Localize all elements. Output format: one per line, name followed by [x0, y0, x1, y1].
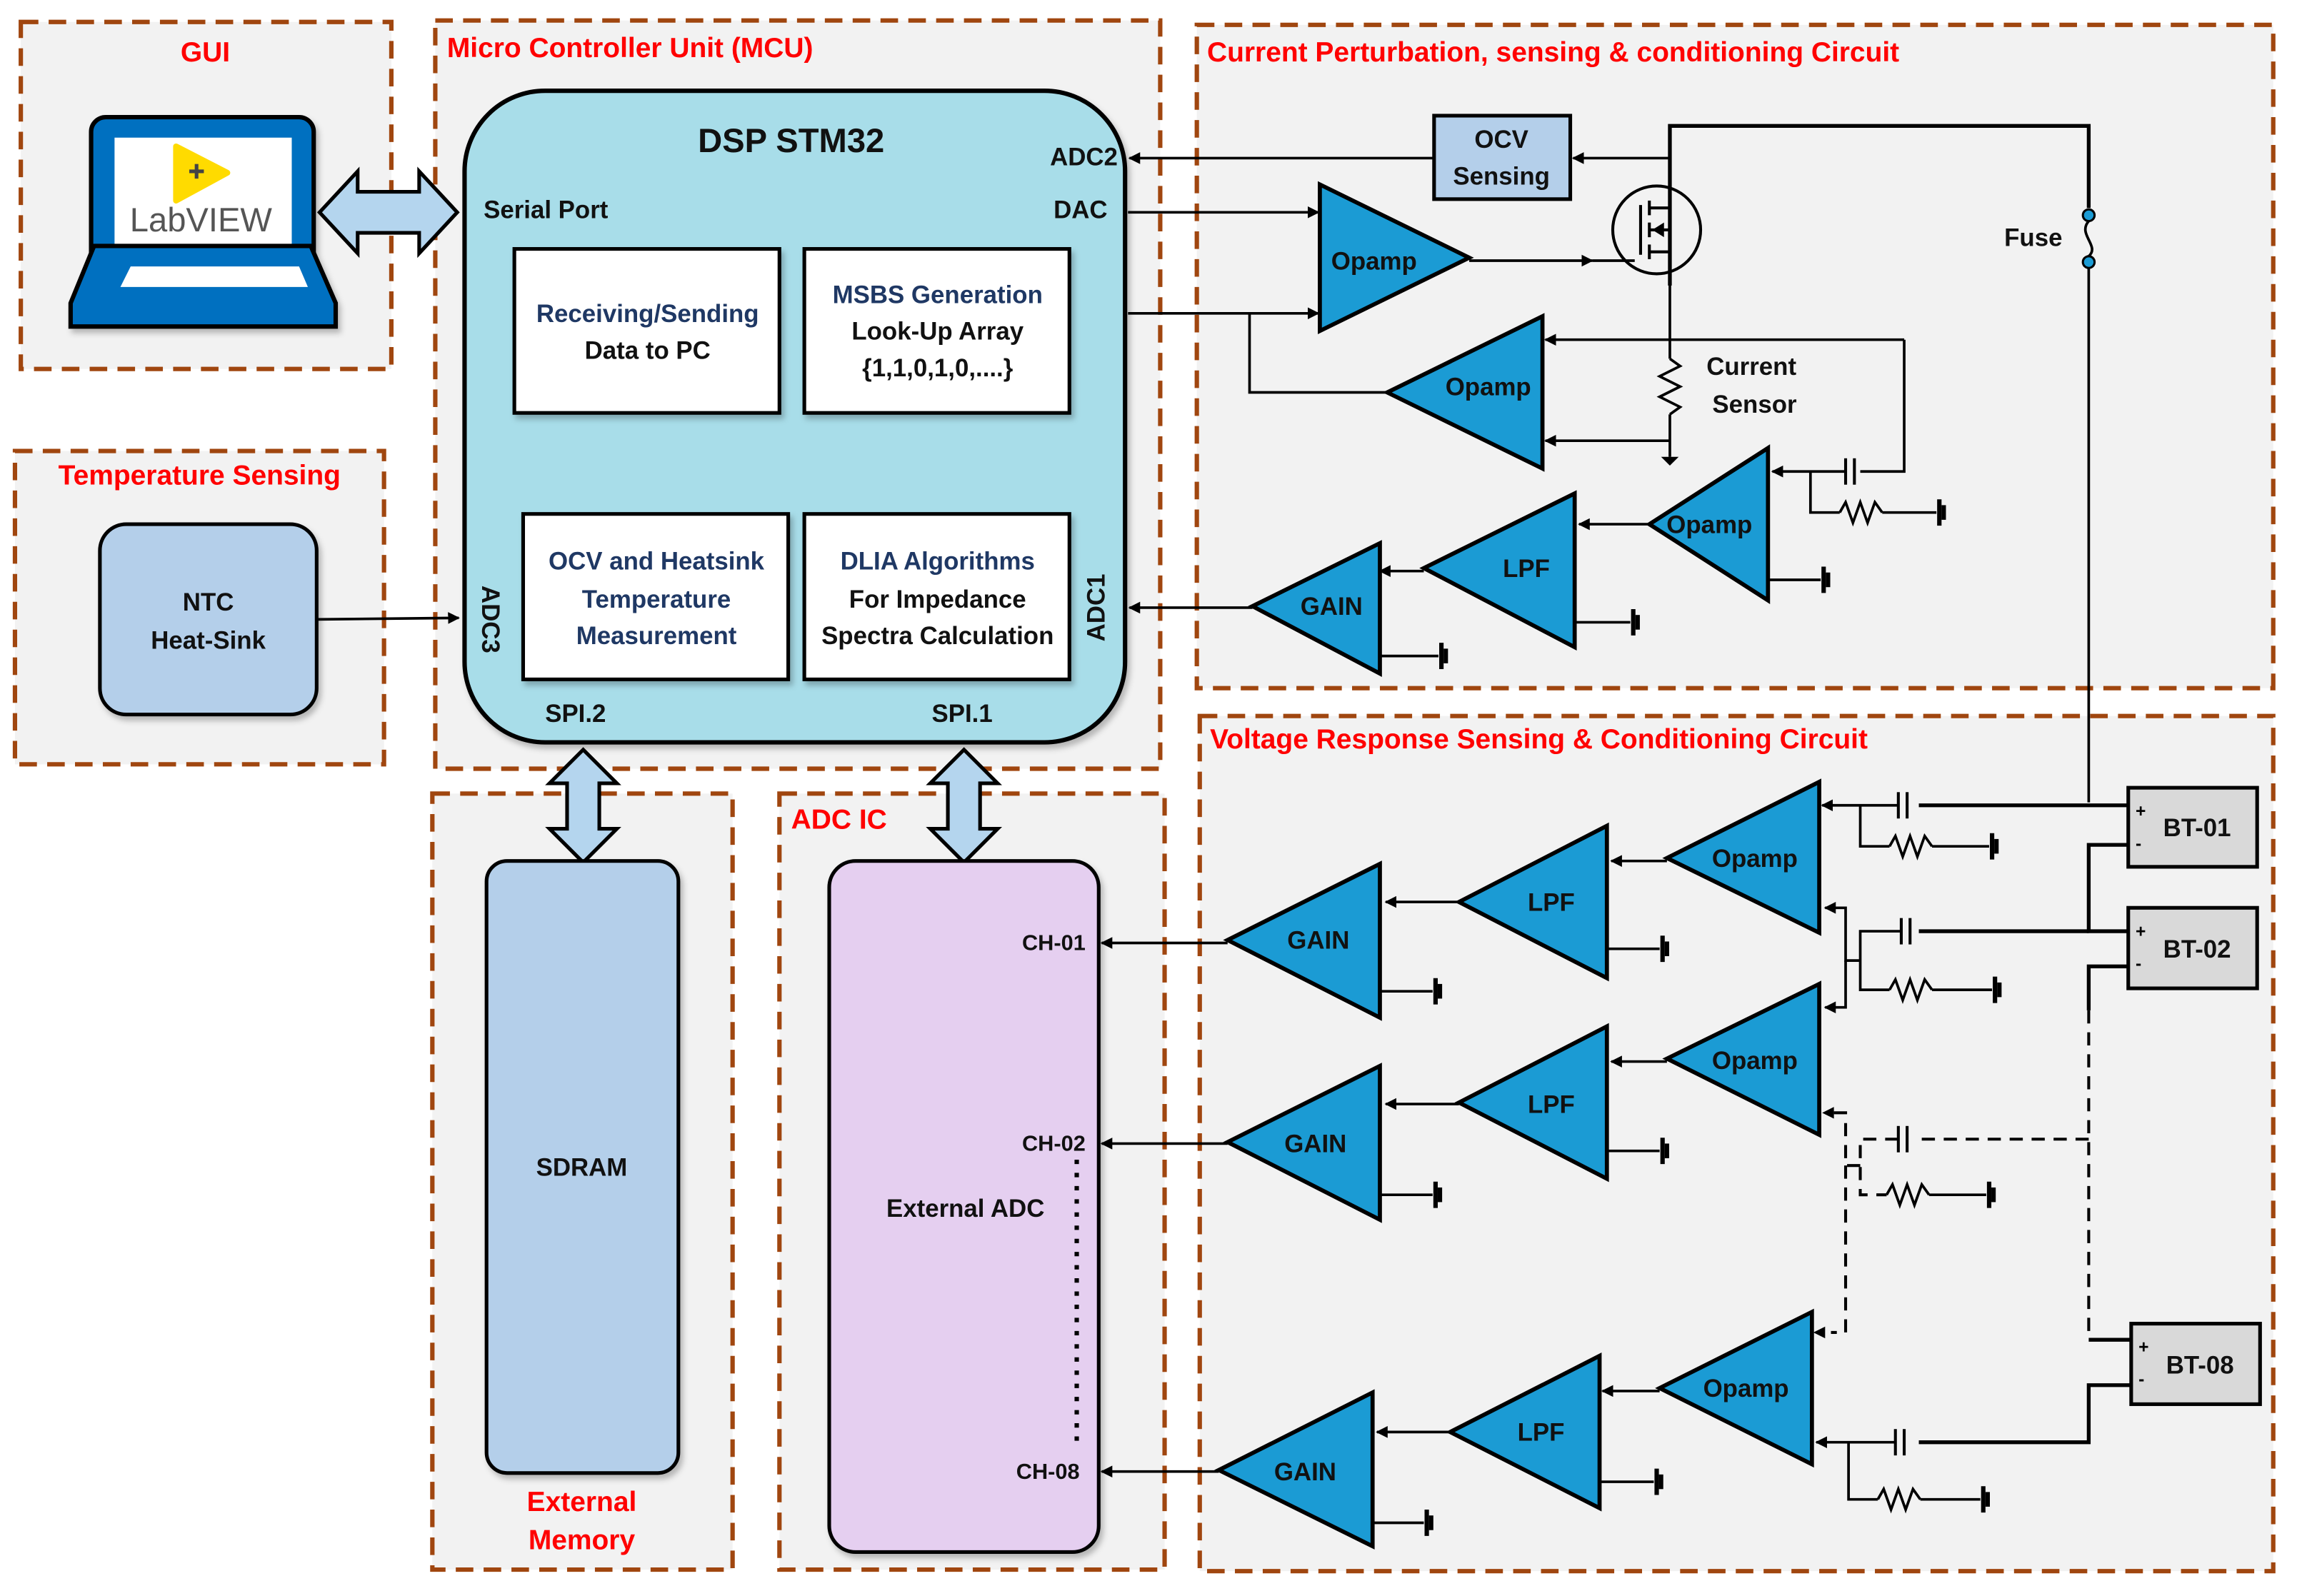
heatsink-label: Heat-Sink [151, 626, 266, 654]
svg-text:-: - [2138, 1370, 2144, 1390]
mcu-title: DSP STM32 [698, 121, 884, 159]
current-opamp-3 [1645, 444, 1771, 604]
svg-text:{1,1,0,1,0,....}: {1,1,0,1,0,....} [862, 354, 1014, 382]
battery-bt01: + - BT-01 [2126, 786, 2259, 869]
svg-text:DLIA Algorithms: DLIA Algorithms [841, 548, 1035, 576]
svg-text:+: + [2136, 802, 2146, 821]
voltage-section-title: Voltage Response Sensing & Conditioning … [1210, 724, 1868, 755]
current-opamp-1 [1318, 181, 1474, 335]
svg-text:Receiving/Sending: Receiving/Sending [536, 300, 759, 328]
svg-text:+: + [2136, 922, 2146, 941]
voltage-channel-2: Opamp LPF GAIN [1100, 901, 1999, 1223]
mcu-block-msbs-generation: MSBS Generation Look-Up Array {1,1,0,1,0… [802, 247, 1071, 415]
current-opamp-2 [1382, 313, 1545, 472]
svg-text:OCV: OCV [1474, 126, 1528, 154]
adc-channel-ch02: CH-02 [1022, 1131, 1086, 1156]
gui-section-title: GUI [181, 37, 230, 68]
current-sensor-label-1: Current [1706, 353, 1796, 381]
svg-text:Opamp: Opamp [1446, 373, 1531, 401]
port-serial: Serial Port [484, 196, 609, 224]
svg-text:For Impedance: For Impedance [849, 586, 1026, 613]
ocv-sensing-block [1432, 114, 1573, 201]
port-spi1: SPI.1 [932, 700, 993, 728]
svg-text:-: - [2136, 954, 2141, 973]
svg-text:Opamp: Opamp [1712, 845, 1798, 873]
mcu-section-title: Micro Controller Unit (MCU) [447, 33, 814, 64]
current-gain [1248, 540, 1382, 677]
svg-text:BT-02: BT-02 [2163, 935, 2231, 963]
adc-ic-section-title: ADC IC [791, 805, 887, 835]
svg-text:GAIN: GAIN [1287, 927, 1349, 955]
svg-text:Sensing: Sensing [1453, 162, 1550, 190]
voltage-circuit: + - BT-01 + - BT-02 + - BT-08 [1100, 778, 2262, 1550]
labview-logo-icon [173, 143, 231, 204]
svg-text:Temperature: Temperature [582, 586, 731, 613]
svg-text:Opamp: Opamp [1666, 511, 1752, 538]
svg-text:BT-01: BT-01 [2163, 814, 2231, 842]
svg-text:Opamp: Opamp [1712, 1047, 1798, 1075]
svg-text:OCV and Heatsink: OCV and Heatsink [549, 548, 765, 576]
svg-text:LPF: LPF [1518, 1419, 1565, 1447]
port-spi2: SPI.2 [545, 700, 606, 728]
port-adc3: ADC3 [476, 586, 504, 653]
mosfet-icon [1611, 184, 1703, 276]
ntc-heatsink-block [98, 522, 319, 717]
svg-text:Opamp: Opamp [1703, 1375, 1789, 1402]
svg-text:Opamp: Opamp [1331, 247, 1417, 275]
laptop-icon [68, 114, 339, 329]
external-adc-block [827, 859, 1101, 1555]
svg-text:LPF: LPF [1528, 888, 1575, 916]
voltage-channel-8: Opamp LPF GAIN [1100, 1308, 1988, 1550]
adc-channel-ch01: CH-01 [1022, 930, 1086, 955]
voltage-channel-dashed [1813, 1107, 1993, 1339]
memory-section-title-line1: External [527, 1487, 637, 1517]
temperature-section-title: Temperature Sensing [59, 461, 341, 491]
svg-text:Measurement: Measurement [576, 622, 737, 650]
fuse-label: Fuse [2004, 224, 2062, 251]
svg-text:Spectra Calculation: Spectra Calculation [821, 622, 1054, 650]
svg-text:Data to PC: Data to PC [585, 336, 711, 364]
external-adc-label: External ADC [886, 1195, 1044, 1223]
ntc-to-adc3-wire [316, 612, 460, 624]
current-sensor-label-2: Sensor [1712, 391, 1797, 418]
svg-text:GAIN: GAIN [1301, 593, 1363, 621]
svg-text:-: - [2136, 834, 2141, 853]
fuse-icon [2081, 208, 2096, 269]
port-adc2: ADC2 [1050, 144, 1118, 171]
mcu-block-ocv-temperature: OCV and Heatsink Temperature Measurement [521, 512, 791, 681]
svg-text:BT-08: BT-08 [2166, 1351, 2234, 1379]
port-adc1: ADC1 [1082, 574, 1110, 642]
svg-text:GAIN: GAIN [1274, 1458, 1336, 1486]
current-lpf [1419, 490, 1577, 651]
adc-channel-ch08: CH-08 [1016, 1459, 1080, 1484]
svg-text:+: + [2138, 1338, 2148, 1357]
resistor-icon [1838, 498, 1883, 527]
labview-label: LabVIEW [130, 201, 273, 239]
sdram-block [484, 859, 681, 1475]
port-dac: DAC [1054, 196, 1108, 224]
mcu-block-dlia-algorithms: DLIA Algorithms For Impedance Spectra Ca… [802, 512, 1071, 681]
ntc-label: NTC [183, 588, 234, 616]
svg-text:GAIN: GAIN [1284, 1130, 1346, 1158]
current-section-title: Current Perturbation, sensing & conditio… [1207, 37, 1899, 68]
current-circuit: OCV Sensing Fuse Opamp [1128, 114, 2096, 803]
memory-section-title-line2: Memory [529, 1525, 636, 1555]
svg-text:LPF: LPF [1528, 1090, 1575, 1118]
battery-bt02: + - BT-02 [2126, 905, 2259, 990]
sdram-label: SDRAM [536, 1154, 628, 1182]
svg-text:Look-Up Array: Look-Up Array [851, 318, 1024, 346]
svg-text:MSBS Generation: MSBS Generation [833, 281, 1043, 308]
voltage-channel-1: Opamp LPF GAIN [1100, 778, 1996, 1021]
svg-text:LPF: LPF [1503, 555, 1550, 583]
serial-link-arrow [316, 166, 460, 259]
battery-bt08: + - BT-08 [2129, 1322, 2262, 1406]
mcu-block-receive-send: Receiving/Sending Data to PC [512, 247, 781, 415]
current-sensor-resistor-icon [1656, 357, 1683, 416]
